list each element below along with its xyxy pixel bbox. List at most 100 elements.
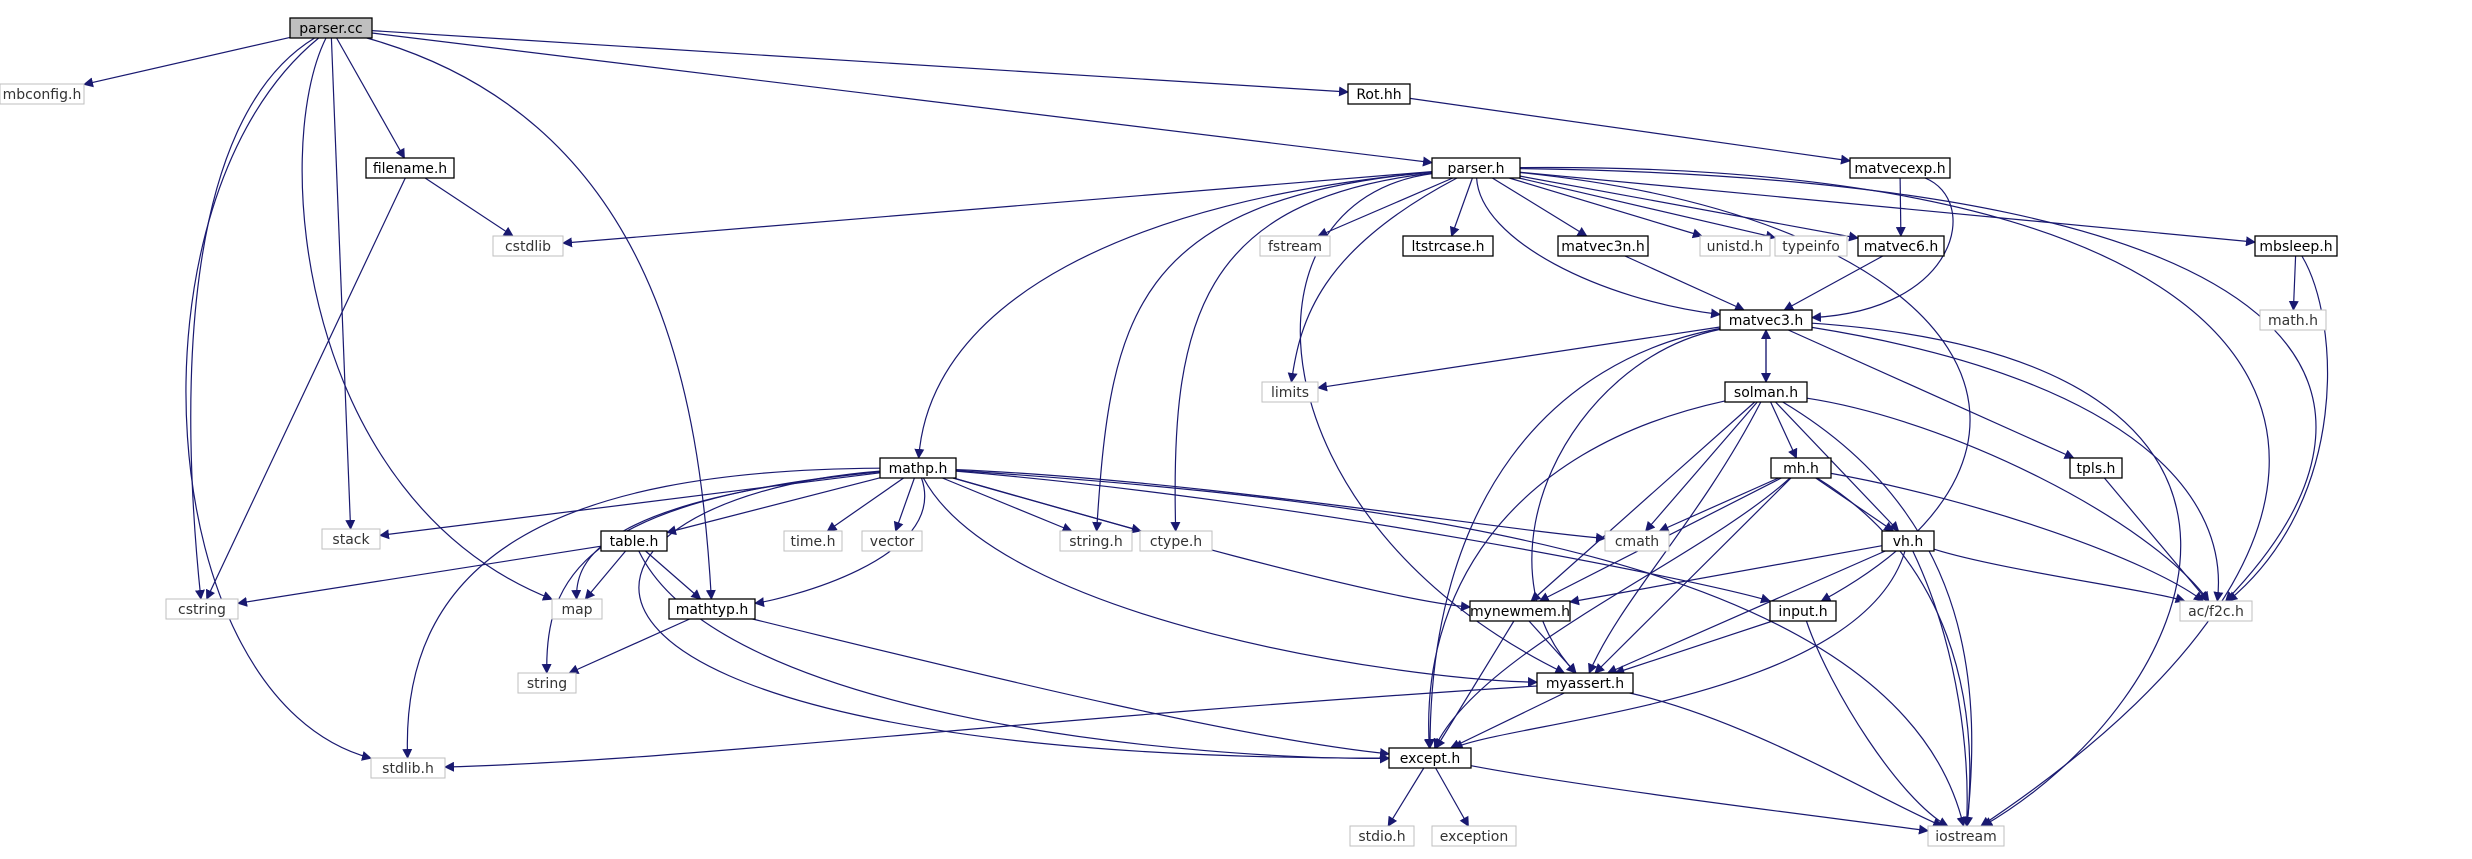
edge-solman-to-mynewmem xyxy=(1530,401,1756,602)
edge-matvec3-to-iostream xyxy=(1811,322,2182,827)
node-box xyxy=(1857,235,1945,257)
node-mbconfig: mbconfig.h xyxy=(0,83,85,105)
edge-myassert-to-except xyxy=(1449,692,1565,749)
node-box xyxy=(1349,825,1415,847)
edge-mathp-to-time-h xyxy=(826,477,904,532)
node-label: cstdlib xyxy=(505,239,551,255)
edge-myassert-to-stdlib xyxy=(444,685,1538,772)
edge-parser-h-to-iostream xyxy=(1519,166,2270,827)
node-cmath: cmath xyxy=(1604,530,1670,552)
edge-parser-cc-to-cstring xyxy=(190,37,315,600)
node-cstring: cstring xyxy=(165,598,239,620)
edge-matvec3-to-f2c xyxy=(1811,326,2224,602)
node-label: iostream xyxy=(1935,829,1997,845)
node-vh[interactable]: vh.h xyxy=(1881,530,1935,552)
edge-parser-cc-to-parser-h xyxy=(371,32,1433,167)
node-input[interactable]: input.h xyxy=(1769,600,1837,622)
node-box xyxy=(668,598,756,620)
edge-parser-h-to-unistd xyxy=(1509,177,1703,239)
node-box xyxy=(1431,157,1521,179)
edge-parser-h-to-f2c xyxy=(1519,168,2317,602)
node-string: string xyxy=(517,672,577,694)
node-box xyxy=(1139,530,1213,552)
node-label: cstring xyxy=(178,602,226,618)
node-exception: exception xyxy=(1431,825,1517,847)
node-box xyxy=(1724,381,1808,403)
node-tpls[interactable]: tpls.h xyxy=(2069,457,2123,479)
edge-vh-to-mynewmem xyxy=(1569,545,1883,606)
node-rot[interactable]: Rot.hh xyxy=(1347,83,1411,105)
edge-myassert-to-iostream xyxy=(1629,692,1944,828)
node-label: mh.h xyxy=(1783,461,1819,477)
edge-solman-to-f2c xyxy=(1806,397,2210,602)
edge-parser-h-to-cstdlib xyxy=(562,171,1433,248)
node-box xyxy=(600,530,668,552)
edge-matvec6-to-matvec3 xyxy=(1783,255,1884,311)
node-solman[interactable]: solman.h xyxy=(1724,381,1808,403)
node-box xyxy=(517,672,577,694)
edge-mathtyp-to-except xyxy=(752,618,1390,758)
node-parser-h[interactable]: parser.h xyxy=(1431,157,1521,179)
node-matvecexp[interactable]: matvecexp.h xyxy=(1849,157,1951,179)
edge-parser-h-to-fstream xyxy=(1317,177,1454,238)
edge-mynewmem-to-except xyxy=(1435,620,1515,749)
edge-table-to-except xyxy=(638,550,1390,764)
node-stack: stack xyxy=(321,528,381,550)
node-fstream: fstream xyxy=(1259,235,1331,257)
node-label: stdlib.h xyxy=(382,761,434,777)
node-except[interactable]: except.h xyxy=(1388,747,1472,769)
node-box xyxy=(879,457,957,479)
edge-vh-to-except xyxy=(1452,550,1906,750)
edge-mathp-to-mathtyp xyxy=(754,477,926,608)
node-box xyxy=(1402,235,1494,257)
edge-parser-cc-to-mbconfig xyxy=(83,36,291,88)
edge-mathp-to-except xyxy=(638,470,1390,764)
node-limits: limits xyxy=(1261,381,1319,403)
node-mathtyp[interactable]: mathtyp.h xyxy=(668,598,756,620)
edge-filename-to-cstring xyxy=(206,177,406,600)
node-box xyxy=(1261,381,1319,403)
edge-parser-cc-to-stack xyxy=(330,37,356,530)
node-label: tpls.h xyxy=(2077,461,2116,477)
node-label: fstream xyxy=(1268,239,1322,255)
edge-parser-h-to-ctype xyxy=(1170,172,1433,532)
node-label: except.h xyxy=(1400,751,1460,767)
edge-matvec3-to-limits xyxy=(1317,326,1721,392)
node-f2c: ac/f2c.h xyxy=(2179,600,2253,622)
node-label: vector xyxy=(870,534,915,550)
node-matvec6[interactable]: matvec6.h xyxy=(1857,235,1945,257)
node-mbsleep[interactable]: mbsleep.h xyxy=(2254,235,2338,257)
node-label: ltstrcase.h xyxy=(1411,239,1484,255)
node-box xyxy=(1347,83,1411,105)
edge-parser-h-to-matvec3 xyxy=(1476,177,1721,319)
node-box xyxy=(370,757,446,779)
edge-solman-to-myassert xyxy=(1588,401,1762,674)
node-mh[interactable]: mh.h xyxy=(1770,457,1832,479)
edge-parser-h-to-limits xyxy=(1287,177,1458,383)
node-myassert[interactable]: myassert.h xyxy=(1536,672,1634,694)
node-matvec3[interactable]: matvec3.h xyxy=(1719,309,1813,331)
node-mathp[interactable]: mathp.h xyxy=(879,457,957,479)
edge-table-to-map xyxy=(584,550,627,600)
edge-parser-cc-to-rot xyxy=(371,30,1349,97)
node-label: parser.cc xyxy=(299,21,362,37)
edge-parser-h-to-matvec3n xyxy=(1491,177,1588,237)
edge-mh-to-f2c xyxy=(1830,472,2204,602)
node-box xyxy=(2179,600,2253,622)
edge-vh-to-iostream xyxy=(1912,550,1972,827)
node-label: stdio.h xyxy=(1358,829,1405,845)
node-label: vh.h xyxy=(1893,534,1923,550)
node-mynewmem[interactable]: mynewmem.h xyxy=(1469,600,1571,622)
node-box xyxy=(2259,309,2327,331)
edge-mathp-to-stdlib xyxy=(402,467,881,759)
node-ltstrcase[interactable]: ltstrcase.h xyxy=(1402,235,1494,257)
node-box xyxy=(165,598,239,620)
node-matvec3n[interactable]: matvec3n.h xyxy=(1557,235,1649,257)
node-box xyxy=(783,530,843,552)
node-parser-cc[interactable]: parser.cc xyxy=(289,17,373,39)
node-table[interactable]: table.h xyxy=(600,530,668,552)
node-iostream: iostream xyxy=(1927,825,2005,847)
edge-tpls-to-f2c xyxy=(2103,477,2209,602)
node-filename[interactable]: filename.h xyxy=(365,157,455,179)
edges-layer xyxy=(83,30,2329,835)
